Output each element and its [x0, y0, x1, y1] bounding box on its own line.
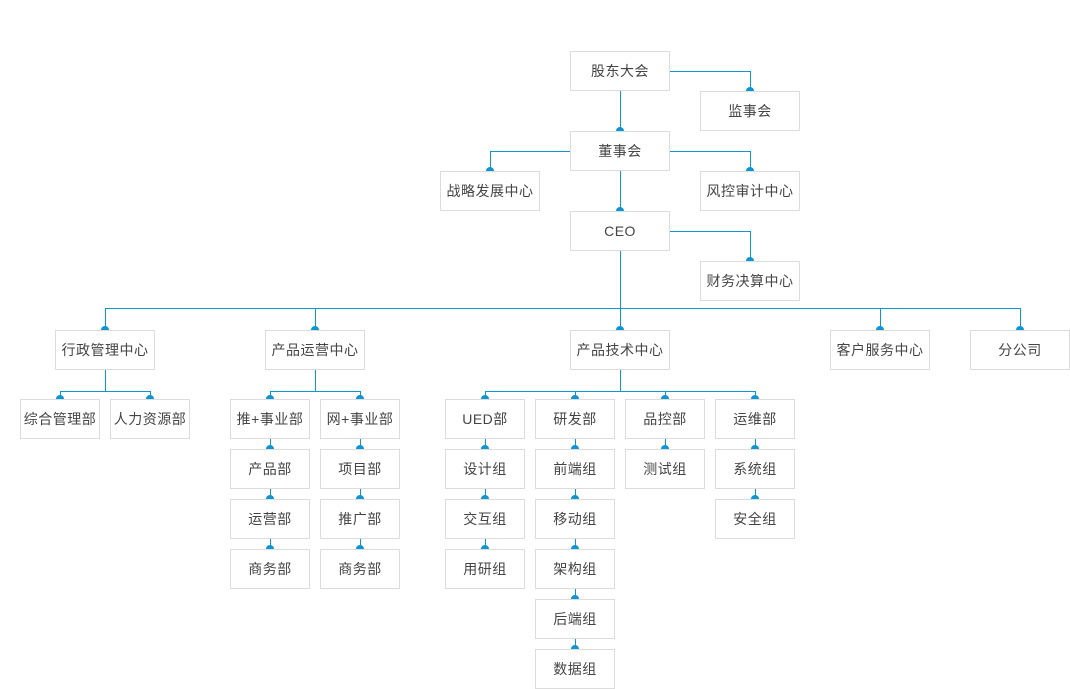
node-shareholders-meeting[interactable]: 股东大会 [570, 51, 670, 91]
node-finance-settlement-center[interactable]: 财务决算中心 [700, 261, 800, 301]
node-branch-company[interactable]: 分公司 [970, 330, 1070, 370]
node-tui-business-unit[interactable]: 推+事业部 [230, 399, 310, 439]
node-architecture-group[interactable]: 架构组 [535, 549, 615, 589]
node-ceo[interactable]: CEO [570, 211, 670, 251]
node-backend-group[interactable]: 后端组 [535, 599, 615, 639]
node-quality-control-dept[interactable]: 品控部 [625, 399, 705, 439]
node-test-group[interactable]: 测试组 [625, 449, 705, 489]
node-security-group[interactable]: 安全组 [715, 499, 795, 539]
node-user-research-group[interactable]: 用研组 [445, 549, 525, 589]
node-supervisory-board[interactable]: 监事会 [700, 91, 800, 131]
node-tui-business-dept[interactable]: 商务部 [230, 549, 310, 589]
node-tui-product-dept[interactable]: 产品部 [230, 449, 310, 489]
node-wang-business-unit[interactable]: 网+事业部 [320, 399, 400, 439]
node-admin-management-center[interactable]: 行政管理中心 [55, 330, 155, 370]
node-tui-operation-dept[interactable]: 运营部 [230, 499, 310, 539]
node-strategy-development-center[interactable]: 战略发展中心 [440, 171, 540, 211]
node-product-operation-center[interactable]: 产品运营中心 [265, 330, 365, 370]
node-ued-dept[interactable]: UED部 [445, 399, 525, 439]
node-operations-maintenance-dept[interactable]: 运维部 [715, 399, 795, 439]
node-board-of-directors[interactable]: 董事会 [570, 131, 670, 171]
node-interaction-group[interactable]: 交互组 [445, 499, 525, 539]
node-wang-project-dept[interactable]: 项目部 [320, 449, 400, 489]
node-wang-business-dept[interactable]: 商务部 [320, 549, 400, 589]
node-mobile-group[interactable]: 移动组 [535, 499, 615, 539]
node-rd-dept[interactable]: 研发部 [535, 399, 615, 439]
node-system-group[interactable]: 系统组 [715, 449, 795, 489]
node-risk-audit-center[interactable]: 风控审计中心 [700, 171, 800, 211]
node-data-group[interactable]: 数据组 [535, 649, 615, 689]
node-product-technology-center[interactable]: 产品技术中心 [570, 330, 670, 370]
node-design-group[interactable]: 设计组 [445, 449, 525, 489]
node-customer-service-center[interactable]: 客户服务中心 [830, 330, 930, 370]
node-wang-promotion-dept[interactable]: 推广部 [320, 499, 400, 539]
node-frontend-group[interactable]: 前端组 [535, 449, 615, 489]
node-human-resources-dept[interactable]: 人力资源部 [110, 399, 190, 439]
node-general-management-dept[interactable]: 综合管理部 [20, 399, 100, 439]
